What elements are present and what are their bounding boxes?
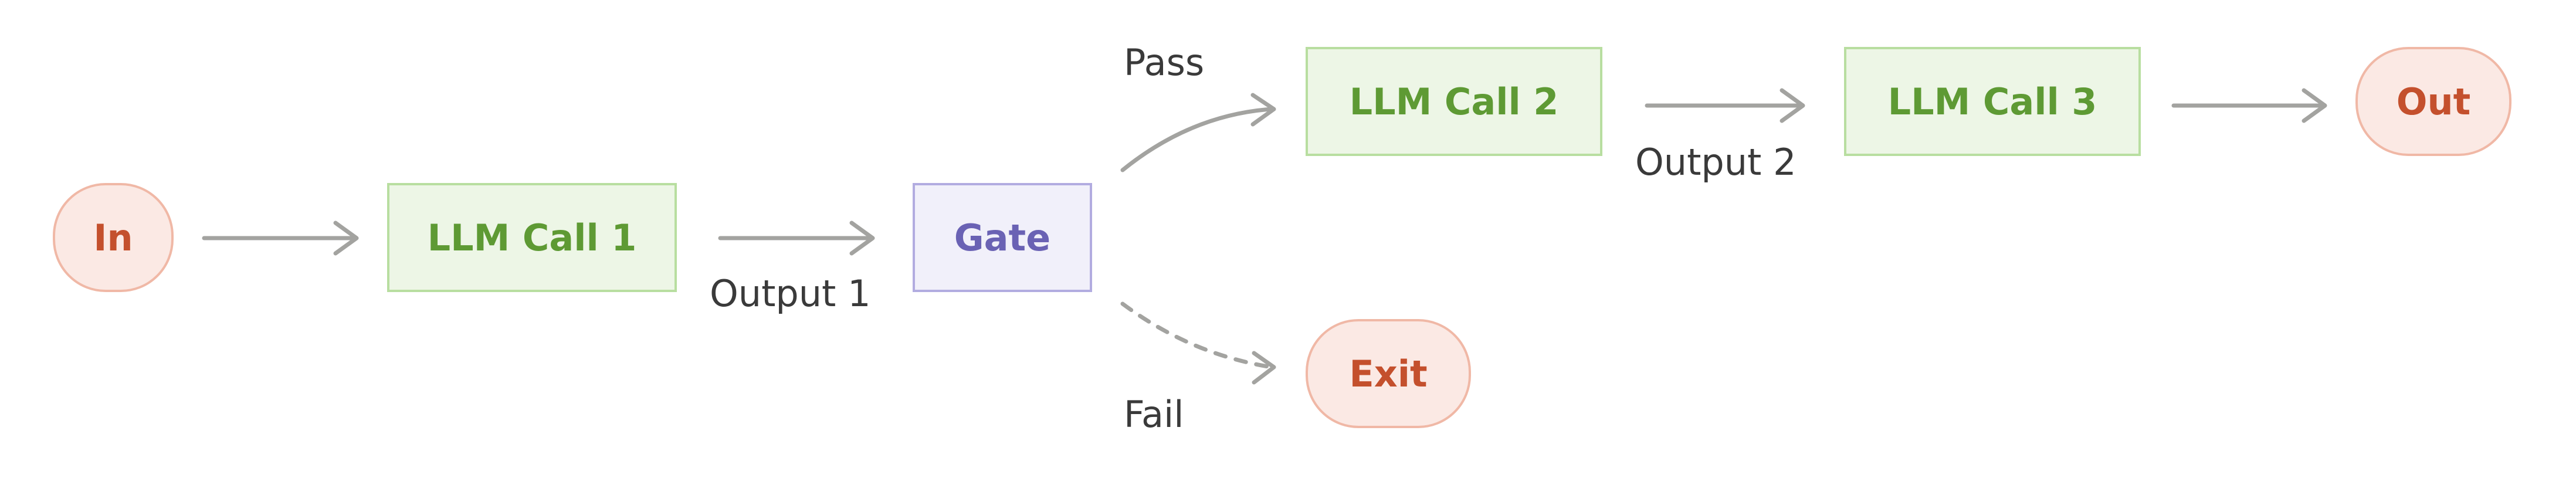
node-out: Out <box>2355 47 2511 156</box>
arrow-llm3-to-out <box>2171 88 2327 123</box>
node-llm-call-3: LLM Call 3 <box>1844 47 2141 156</box>
edge-label-output-2: Output 2 <box>1635 141 1797 184</box>
node-llm-call-1: LLM Call 1 <box>387 183 677 292</box>
node-exit-label: Exit <box>1349 352 1428 395</box>
node-llm-call-2-label: LLM Call 2 <box>1349 80 1559 123</box>
node-llm-call-2: LLM Call 2 <box>1306 47 1602 156</box>
node-llm-call-3-label: LLM Call 3 <box>1887 80 2097 123</box>
edge-label-output-1: Output 1 <box>710 272 871 315</box>
node-in-label: In <box>93 216 133 259</box>
arrow-gate-to-llm2-pass <box>1120 93 1276 172</box>
arrow-llm1-to-gate <box>718 221 875 256</box>
node-out-label: Out <box>2396 80 2471 123</box>
edge-label-fail: Fail <box>1124 393 1184 436</box>
node-gate-label: Gate <box>954 216 1051 259</box>
node-llm-call-1-label: LLM Call 1 <box>427 216 637 259</box>
edge-label-pass: Pass <box>1124 41 1205 84</box>
arrow-in-to-llm1 <box>202 221 359 256</box>
node-gate: Gate <box>913 183 1092 292</box>
node-exit: Exit <box>1306 319 1471 428</box>
arrow-gate-to-exit-fail <box>1120 301 1276 385</box>
node-in: In <box>53 183 174 292</box>
arrow-llm2-to-llm3 <box>1645 88 1805 123</box>
